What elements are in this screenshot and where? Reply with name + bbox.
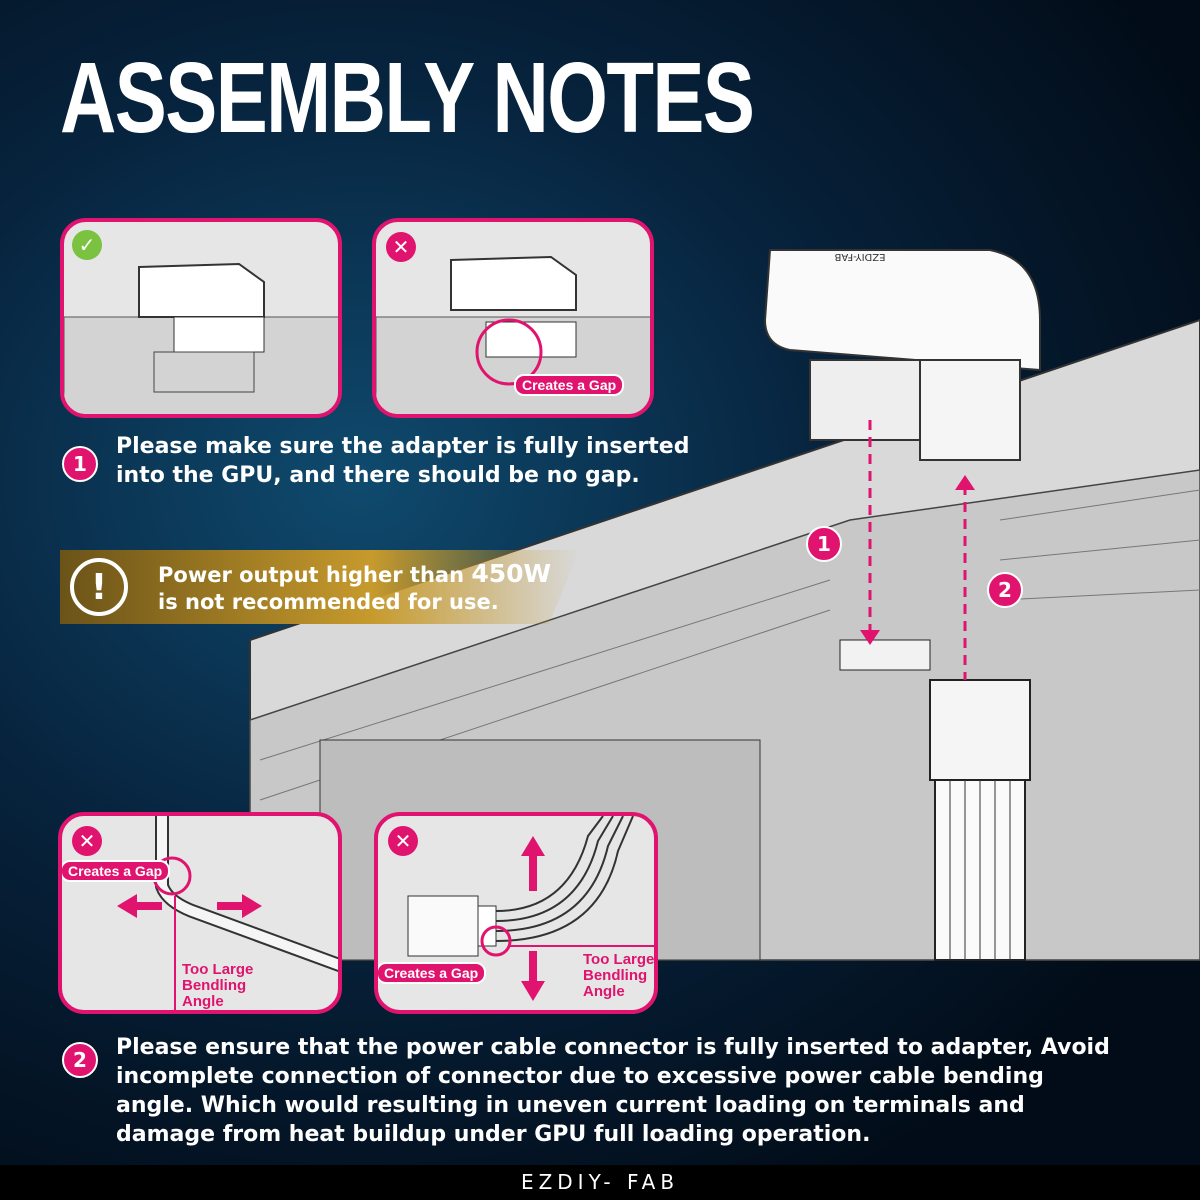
panel-gap-insertion: ✕ Creates a Gap — [372, 218, 654, 418]
check-icon: ✓ — [72, 230, 102, 260]
gap-label: Creates a Gap — [62, 860, 171, 882]
angle-label: Too Large Bendling Angle — [182, 961, 254, 1010]
panel-correct-insertion: ✓ — [60, 218, 342, 418]
gap-label: Creates a Gap — [378, 962, 487, 984]
step1-text: Please make sure the adapter is fully in… — [116, 434, 690, 488]
svg-text:EZDIY-FAB: EZDIY-FAB — [834, 251, 885, 262]
panel-bend-vertical: ✕ Creates a Gap Too Large Bendling Angle — [374, 812, 658, 1014]
step2-number: 2 — [62, 1042, 98, 1078]
adapter-illustration: EZDIY-FAB — [763, 249, 1041, 461]
warning-banner — [60, 550, 580, 624]
diagram-step2-marker: 2 — [987, 572, 1023, 608]
step1-number: 1 — [62, 446, 98, 482]
warning-icon: ! — [70, 558, 128, 616]
x-icon: ✕ — [72, 826, 102, 856]
angle-label: Too Large Bendling Angle — [583, 951, 655, 1000]
x-icon: ✕ — [386, 232, 416, 262]
page-title: ASSEMBLY NOTES — [60, 42, 755, 154]
step2-text: Please ensure that the power cable conne… — [116, 1035, 1110, 1147]
power-limit: 450W — [471, 559, 552, 588]
panel-bend-side: ✕ Creates a Gap Too Large Bendling Angle — [58, 812, 342, 1014]
cable-connector — [929, 679, 1031, 961]
diagram-step1-marker: 1 — [806, 526, 842, 562]
x-icon: ✕ — [388, 826, 418, 856]
brand-footer: EZDIY- FAB — [0, 1165, 1200, 1200]
gap-label: Creates a Gap — [514, 374, 625, 396]
